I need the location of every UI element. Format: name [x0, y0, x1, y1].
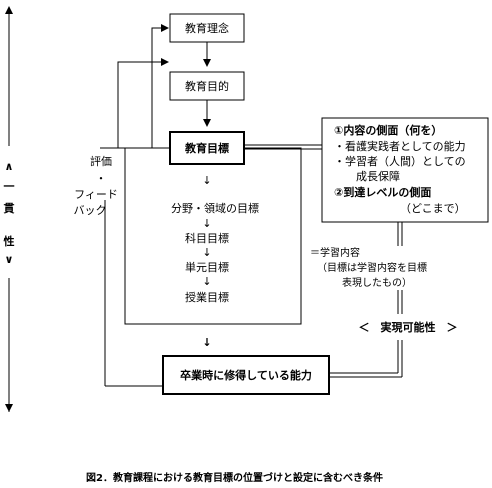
- node-mokuhyo-label: 教育目標: [184, 141, 229, 155]
- content-line4: 成長保障: [356, 169, 400, 183]
- arrow-down-4: ↓: [202, 275, 211, 288]
- node-kamoku-label: 科目目標: [185, 231, 229, 245]
- arrow-down-2: ↓: [202, 217, 211, 230]
- feedback-label-3: バック: [74, 204, 107, 217]
- content-line1: ①内容の側面（何を）: [334, 123, 442, 137]
- node-mokuhyo-box: [169, 131, 245, 165]
- content-box: [321, 117, 489, 223]
- feedback-label-1: ・: [96, 172, 107, 185]
- feedback-label-0: 評価: [90, 154, 112, 168]
- node-tangen-label: 単元目標: [185, 260, 229, 274]
- node-sotsugyo-box: [162, 355, 330, 395]
- node-rinen-label: 教育理念: [185, 21, 229, 35]
- feedback-arrow-to-rinen: [100, 24, 169, 149]
- content-line2: ・看護実践者としての能力: [334, 139, 466, 153]
- content-note-line3: 表現したもの）: [342, 276, 412, 289]
- figure-caption: 図2．教育課程における教育目標の位置づけと設定に含むべき条件: [86, 471, 383, 484]
- consistency-char-5: ∨: [5, 253, 14, 266]
- arrow-down-5: ↓: [202, 336, 211, 349]
- content-note-line2: （目標は学習内容を目標: [317, 261, 427, 274]
- content-line6: （どこまで）: [400, 202, 466, 215]
- feedback-arrow-to-mokuteki: [117, 58, 169, 148]
- node-bunya-label: 分野・領域の目標: [171, 201, 259, 215]
- goal-hierarchy-frame: [124, 147, 302, 325]
- consistency-char-1: 一: [4, 180, 15, 193]
- content-note-line1: ＝学習内容: [310, 246, 360, 259]
- consistency-axis-top-arrowhead: [5, 6, 13, 14]
- consistency-char-2: 貫: [4, 202, 15, 215]
- feedback-label-2: フィード: [74, 188, 118, 201]
- node-jugyo-label: 授業目標: [185, 290, 229, 304]
- content-line5: ②到達レベルの側面: [334, 185, 431, 199]
- consistency-char-0: ∧: [5, 160, 14, 173]
- arrow-down-3: ↓: [202, 246, 211, 259]
- node-rinen-box: [169, 13, 245, 43]
- node-sotsugyo-label: 卒業時に修得している能力: [180, 368, 312, 382]
- arrow-down-1: ↓: [202, 174, 211, 187]
- content-line3: ・学習者（人間）としての: [334, 154, 466, 168]
- consistency-axis-bottom-arrowhead: [5, 404, 13, 412]
- node-mokuteki-label: 教育目的: [185, 79, 229, 93]
- consistency-char-4: 性: [4, 234, 15, 248]
- feasibility-label: ＜ 実現可能性 ＞: [359, 320, 458, 334]
